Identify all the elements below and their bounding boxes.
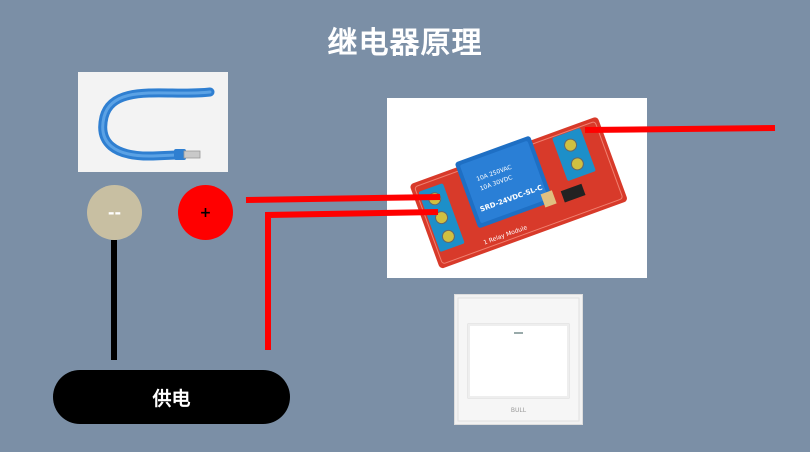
power-supply: 供电 — [53, 370, 290, 424]
output-wire — [584, 125, 776, 133]
usb-lamp-image — [78, 72, 228, 172]
relay-icon: 10A 250VAC 10A 30VDC SRD-24VDC-SL-C 1 Re… — [410, 117, 627, 269]
negative-terminal: -- — [87, 185, 142, 240]
power-wire — [265, 209, 439, 350]
positive-wire — [245, 194, 441, 203]
usb-lamp-icon — [98, 87, 215, 161]
page-title: 继电器原理 — [327, 26, 483, 61]
switch-brand: BULL — [511, 407, 527, 414]
switch-icon: BULL — [457, 297, 580, 422]
wall-switch-image: BULL — [454, 294, 583, 425]
positive-terminal: + — [178, 185, 233, 240]
